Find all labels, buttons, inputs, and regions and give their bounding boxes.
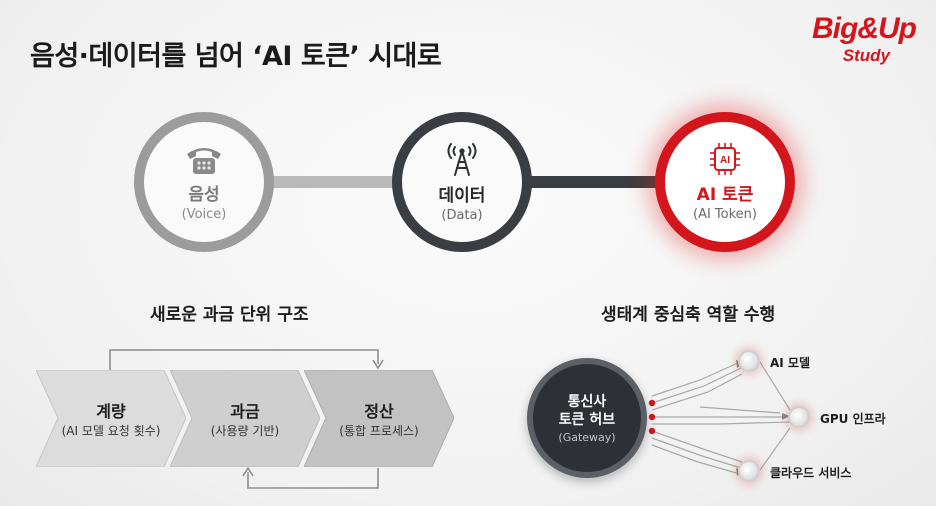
node-ai-model: [738, 350, 760, 372]
evolution-data-label: 데이터: [438, 186, 486, 206]
node-ai-model-label: AI 모델: [770, 356, 811, 370]
ai-chip-icon: AI: [710, 143, 740, 175]
node-cloud-service-label: 클라우드 서비스: [770, 466, 852, 480]
hub-sub: (Gateway): [558, 430, 616, 444]
billing-step-metering-sub: (AI 모델 요청 횟수): [61, 424, 161, 438]
logo-main-text: Big&Up: [812, 12, 917, 45]
evolution-ai-token-label: AI 토큰: [696, 185, 754, 205]
evolution-voice-sub: (Voice): [181, 207, 227, 222]
evolution-ai-token-sub: (AI Token): [693, 207, 757, 222]
telephone-icon: [187, 148, 221, 174]
billing-structure-title: 새로운 과금 단위 구조: [150, 305, 309, 325]
billing-step-settlement-label: 정산: [364, 402, 394, 421]
evolution-data-sub: (Data): [441, 208, 483, 223]
hub-line2: 토큰 허브: [558, 411, 616, 428]
page-title: 음성·데이터를 넘어 ‘AI 토큰’ 시대로: [30, 41, 442, 72]
billing-step-charging: 과금 (사용량 기반): [170, 370, 320, 467]
chevron-shape: [170, 370, 320, 467]
connector-data-token: [530, 176, 660, 188]
connector-voice-data: [272, 176, 396, 188]
ai-chip-text: AI: [720, 155, 730, 166]
cell-tower-icon: [447, 143, 477, 176]
evolution-voice-label: 음성: [188, 185, 220, 205]
brand-logo: Big&Up Study: [792, 12, 922, 72]
hub-line1: 통신사: [567, 393, 607, 410]
billing-step-settlement: 정산 (통합 프로세스): [304, 370, 454, 467]
evolution-data: 데이터 (Data): [392, 112, 532, 252]
evolution-ai-token: AI AI 토큰 (AI Token): [655, 112, 795, 252]
chevron-shape: [304, 370, 454, 467]
billing-step-metering-label: 계량: [96, 402, 126, 421]
billing-step-charging-sub: (사용량 기반): [210, 424, 280, 438]
chevron-shape: [36, 370, 186, 467]
node-gpu-infra-label: GPU 인프라: [820, 412, 886, 426]
logo-sub-text: Study: [842, 46, 890, 65]
billing-step-charging-label: 과금: [230, 402, 260, 421]
billing-step-settlement-sub: (통합 프로세스): [339, 424, 419, 438]
billing-step-metering: 계량 (AI 모델 요청 횟수): [36, 370, 186, 467]
node-gpu-infra: [788, 406, 810, 428]
ecosystem-role-title: 생태계 중심축 역할 수행: [601, 305, 776, 325]
evolution-voice: 음성 (Voice): [134, 112, 274, 252]
telecom-token-hub: 통신사 토큰 허브 (Gateway): [527, 358, 647, 478]
node-cloud-service: [738, 460, 760, 482]
